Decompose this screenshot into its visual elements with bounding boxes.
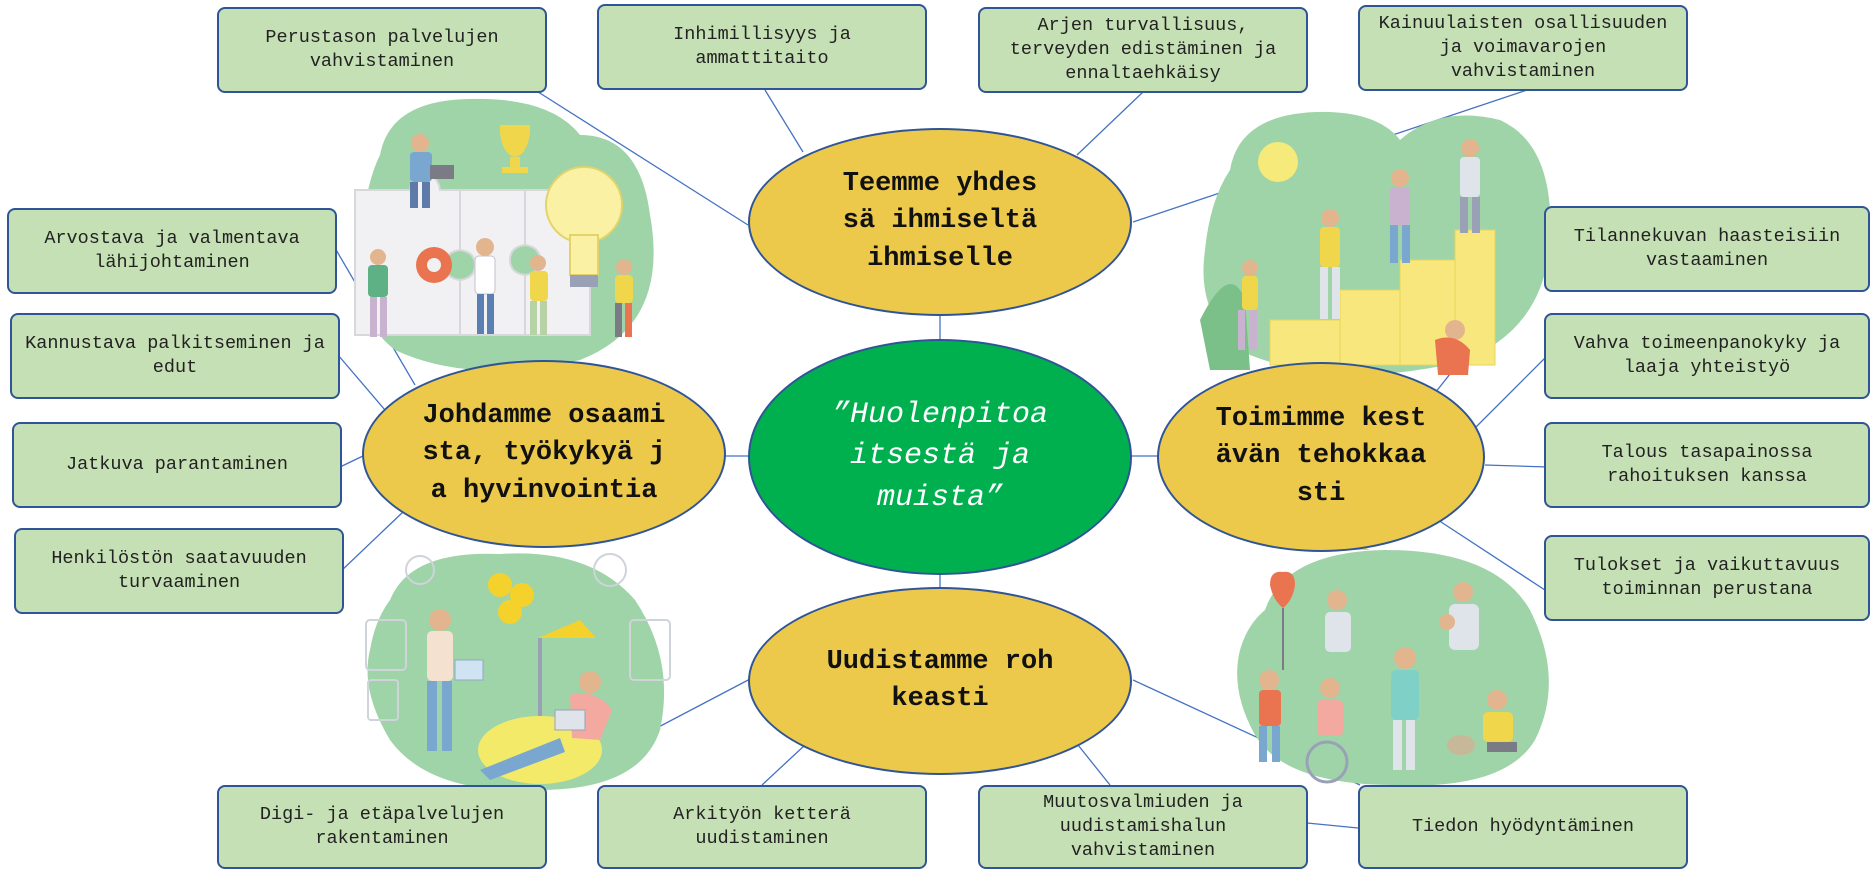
box-implementation: Vahva toimeenpanokyky ja laaja yhteistyö xyxy=(1544,313,1870,399)
box-basic-services: Perustason palvelujen vahvistaminen xyxy=(217,7,547,93)
people-climbing-stairs-illustration xyxy=(1200,111,1551,375)
theme-together: Teemme yhdessä ihmiseltä ihmiselle xyxy=(748,128,1132,316)
box-residents-participation: Kainuulaisten osallisuuden ja voimavaroj… xyxy=(1358,5,1688,91)
box-continuous-improvement: Jatkuva parantaminen xyxy=(12,422,342,508)
box-everyday-safety: Arjen turvallisuus, terveyden edistämine… xyxy=(978,7,1308,93)
community-care-illustration xyxy=(1237,543,1549,786)
box-leadership: Arvostava ja valmentava lähijohtaminen xyxy=(7,208,337,294)
box-balanced-economy: Talous tasapainossa rahoituksen kanssa xyxy=(1544,422,1870,508)
theme-leading: Johdamme osaamista, työkykyä ja hyvinvoi… xyxy=(362,360,726,548)
box-staff-availability: Henkilöstön saatavuuden turvaaminen xyxy=(14,528,344,614)
box-results-impact: Tulokset ja vaikuttavuus toiminnan perus… xyxy=(1544,535,1870,621)
box-situational-picture: Tilannekuvan haasteisiin vastaaminen xyxy=(1544,206,1870,292)
remote-work-illustration xyxy=(365,553,671,791)
box-data-utilization: Tiedon hyödyntäminen xyxy=(1358,785,1688,869)
box-humanity-expertise: Inhimillisyys ja ammattitaito xyxy=(597,4,927,90)
box-agile-renewal: Arkityön ketterä uudistaminen xyxy=(597,785,927,869)
teamwork-puzzle-illustration xyxy=(354,98,654,370)
box-change-readiness: Muutosvalmiuden ja uudistamishalun vahvi… xyxy=(978,785,1308,869)
theme-renewal: Uudistamme rohkeasti xyxy=(748,587,1132,775)
box-rewards: Kannustava palkitseminen ja edut xyxy=(10,313,340,399)
theme-efficiency: Toimimme kestävän tehokkaasti xyxy=(1157,362,1485,552)
center-slogan: ”Huolenpitoa itsestä ja muista” xyxy=(748,339,1132,575)
box-digital-services: Digi- ja etäpalvelujen rakentaminen xyxy=(217,785,547,869)
